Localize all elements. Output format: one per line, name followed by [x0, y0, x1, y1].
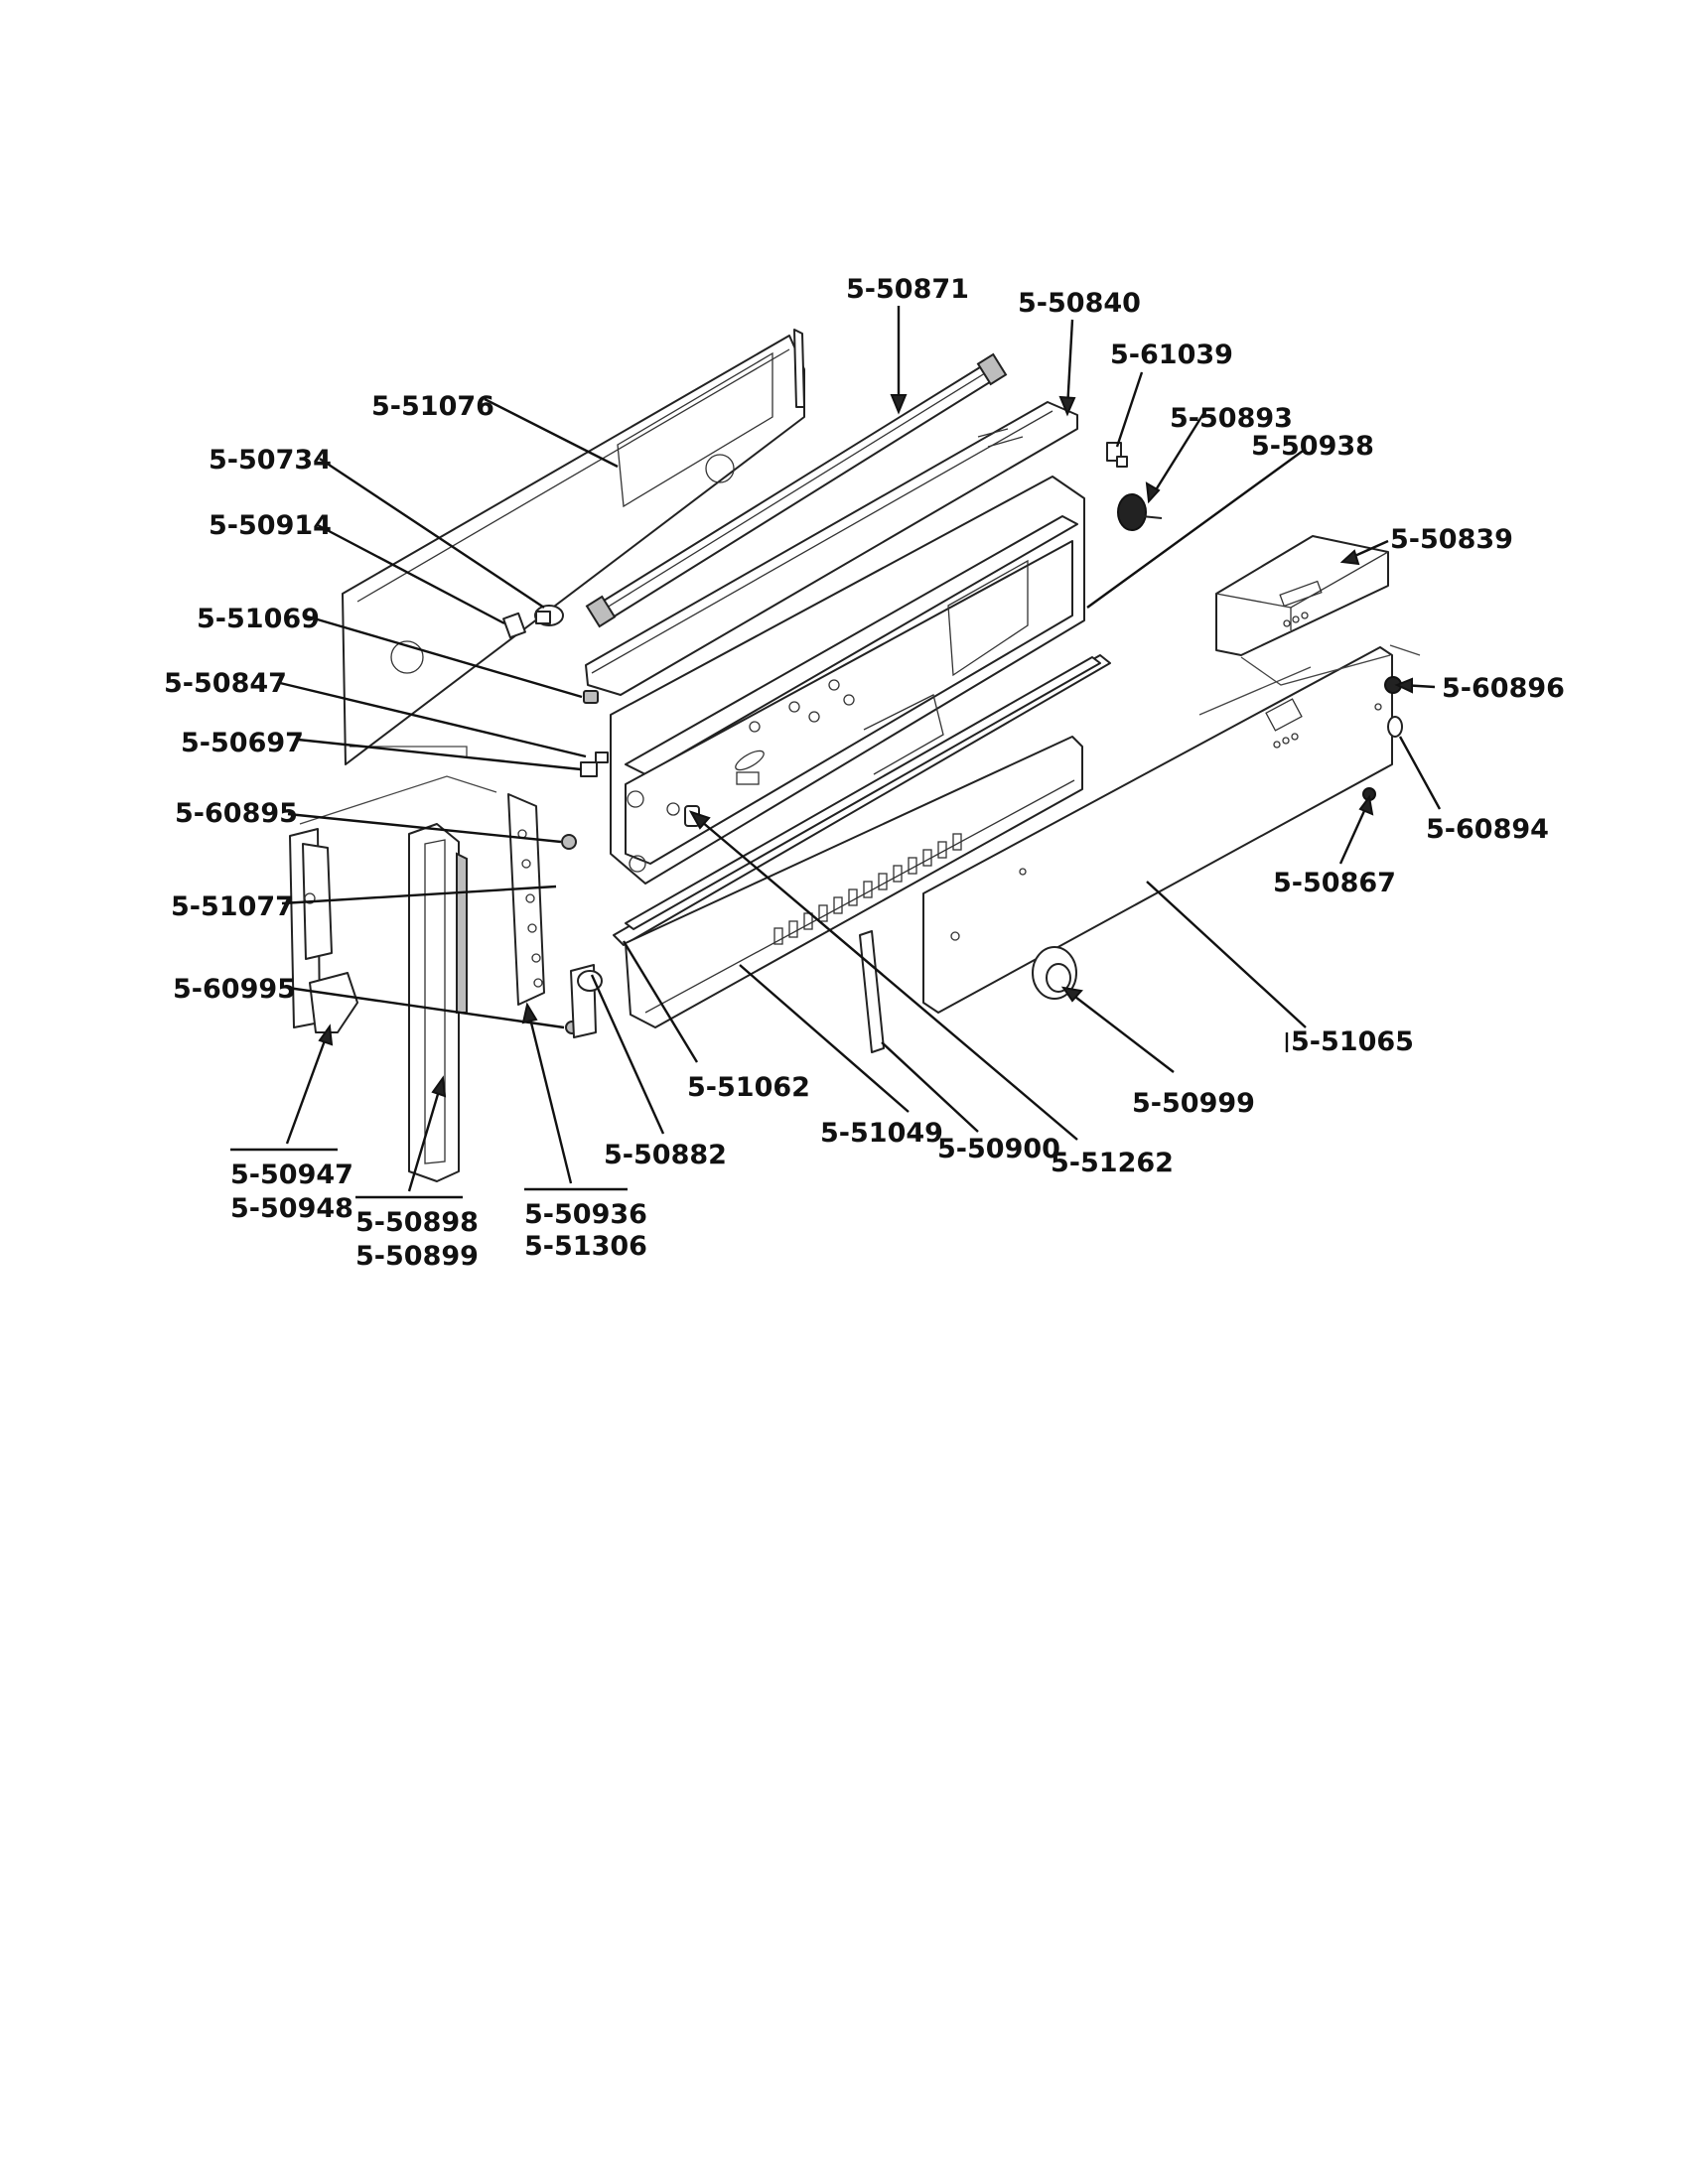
rear-panel-5-51076: [342, 329, 805, 765]
light-socket-5-50734: [534, 605, 564, 626]
arrow-5-60896: [1394, 677, 1413, 694]
label-5-50914: 5-50914: [209, 510, 332, 541]
label-5-50882: 5-50882: [604, 1140, 727, 1170]
label-5-50947: 5-50947: [230, 1160, 353, 1190]
tube-rod-5-50871: [585, 352, 1008, 628]
lamp-holder-5-50882: [570, 964, 603, 1038]
label-5-50871: 5-50871: [846, 274, 969, 305]
leader-5-51062: [622, 940, 699, 1063]
front-panel-5-51065: [922, 644, 1421, 1014]
arrow-5-50898: [431, 1075, 447, 1098]
switch-5-50697: [580, 751, 609, 777]
leader-5-50999: [1066, 990, 1175, 1073]
grommet-5-60895: [561, 834, 577, 850]
vent-slots: [773, 833, 962, 945]
top-trim-5-50840: [585, 401, 1078, 696]
leader-5-51049: [739, 964, 910, 1113]
leader-5-51069: [303, 614, 583, 699]
label-5-50899: 5-50899: [355, 1241, 479, 1272]
label-5-60895: 5-60895: [175, 798, 298, 829]
arrow-5-50839: [1339, 549, 1360, 566]
leader-5-50936: [526, 1010, 573, 1184]
leader-5-50839: [1349, 539, 1389, 560]
leader-5-50947: [285, 1031, 330, 1145]
label-5-51262: 5-51262: [1051, 1148, 1174, 1178]
leader-5-51076: [484, 397, 619, 469]
label-5-50847: 5-50847: [164, 668, 287, 699]
leader-5-60995: [287, 986, 565, 1029]
leader-5-50867: [1338, 801, 1370, 865]
arrowheads: [318, 394, 1413, 1098]
clip-5-61039: [1106, 442, 1128, 468]
lower-rail-5-51062: [613, 654, 1111, 946]
label-5-50697: 5-50697: [181, 728, 304, 758]
leader-5-51065: [1146, 881, 1307, 1028]
arrow-5-50893: [1145, 481, 1161, 504]
label-5-50999: 5-50999: [1132, 1088, 1255, 1119]
label-5-60894: 5-60894: [1426, 814, 1549, 845]
label-5-50734: 5-50734: [209, 445, 332, 476]
bulb-5-60894: [1387, 716, 1403, 738]
label-5-51062: 5-51062: [687, 1072, 810, 1103]
leader-5-50697: [297, 738, 582, 771]
label-5-51065: 5-51065: [1291, 1026, 1414, 1057]
leader-5-60894: [1398, 736, 1442, 810]
part-labels: 5-50871 5-50840 5-61039 5-50893 5-50938 …: [164, 274, 1565, 1272]
label-5-50840: 5-50840: [1018, 288, 1141, 319]
leader-lines: [279, 306, 1442, 1192]
leader-5-50734: [319, 458, 545, 609]
label-5-50867: 5-50867: [1273, 868, 1396, 898]
label-5-51076: 5-51076: [371, 391, 494, 422]
label-5-50839: 5-50839: [1390, 524, 1513, 555]
label-5-51306: 5-51306: [524, 1231, 647, 1262]
timer-module-5-50839: [1215, 535, 1391, 686]
label-5-50936: 5-50936: [524, 1199, 647, 1230]
leader-5-50882: [590, 974, 665, 1135]
leader-5-50847: [279, 681, 587, 758]
spacer-strip-5-50900: [859, 930, 885, 1053]
leader-5-50840: [1065, 319, 1074, 410]
knob-5-50999: [1032, 946, 1077, 1000]
arrow-5-51262: [688, 810, 711, 830]
door-handle-5-50898: [408, 823, 468, 1182]
leader-5-51077: [281, 885, 557, 905]
label-5-51069: 5-51069: [197, 604, 320, 634]
control-panel-frame: [610, 476, 1085, 885]
timer-display: [1279, 580, 1323, 627]
leader-5-50914: [315, 522, 505, 625]
label-5-60995: 5-60995: [173, 974, 296, 1005]
leader-5-50893: [1150, 408, 1208, 497]
label-5-50893: 5-50893: [1170, 403, 1293, 434]
arrow-5-50871: [890, 394, 908, 415]
hinge-5-50947: [289, 828, 358, 1033]
leader-5-60895: [287, 812, 562, 844]
arrow-5-50936: [521, 1002, 538, 1024]
arrow-5-50840: [1058, 395, 1076, 417]
label-5-50938: 5-50938: [1251, 431, 1374, 462]
label-5-61039: 5-61039: [1110, 340, 1233, 370]
label-5-51049: 5-51049: [820, 1118, 943, 1149]
leader-5-51262: [694, 815, 1078, 1141]
leader-5-50900: [881, 1041, 979, 1133]
leader-5-61039: [1115, 371, 1144, 448]
label-5-50900: 5-50900: [937, 1134, 1060, 1164]
arrow-5-50867: [1358, 794, 1374, 816]
label-5-50948: 5-50948: [230, 1193, 353, 1224]
leader-5-50898: [407, 1083, 443, 1192]
handle-bracket-5-50936: [299, 775, 545, 1006]
knob-5-50893: [1117, 493, 1163, 531]
leader-5-50938: [1086, 448, 1307, 609]
socket-clip-5-50914: [502, 612, 526, 639]
arrow-5-50947: [318, 1024, 334, 1046]
label-5-50898: 5-50898: [355, 1207, 479, 1238]
vent-trim-5-51049: [625, 736, 1083, 1028]
label-5-60896: 5-60896: [1442, 673, 1565, 704]
screw-5-51069: [583, 690, 599, 704]
label-5-51077: 5-51077: [171, 891, 294, 922]
arrow-5-50999: [1060, 986, 1083, 1003]
